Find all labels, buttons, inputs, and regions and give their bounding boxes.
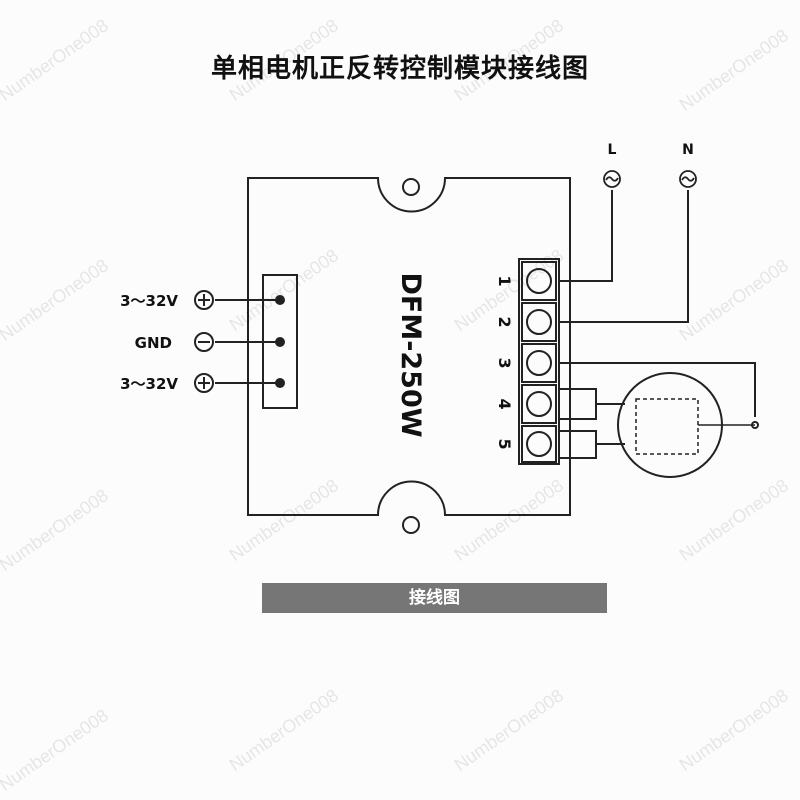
page-title: 单相电机正反转控制模块接线图 [210, 54, 589, 84]
terminal-screw-3 [526, 350, 552, 376]
minus-symbol-icon [194, 332, 214, 352]
plus-symbol-icon [194, 290, 214, 310]
ac-source-L-icon [603, 170, 621, 188]
power-label-1: 3～32V [120, 292, 178, 310]
wire-L [558, 190, 613, 282]
terminal-number-5: 5 [495, 438, 514, 449]
module-body [247, 177, 571, 516]
caption-bar: 接线图 [262, 583, 607, 613]
plus-symbol-icon [194, 373, 214, 393]
wire-terminal-3 [558, 362, 756, 417]
terminal-number-4: 4 [495, 398, 514, 409]
power-label-gnd: GND [135, 334, 172, 352]
terminal-screw-5 [526, 431, 552, 457]
terminal-screw-1 [526, 268, 552, 294]
terminal-number-2: 2 [495, 316, 514, 327]
power-label-2: 3～32V [120, 375, 178, 393]
wire-N [558, 190, 689, 323]
mounting-hole-top [402, 178, 420, 196]
mounting-hole-bottom [402, 516, 420, 534]
motor-winding [635, 398, 699, 455]
mains-label-N: N [682, 142, 694, 158]
wire-terminal-5 [558, 430, 597, 459]
wire-terminal-4 [558, 388, 597, 420]
ac-source-N-icon [679, 170, 697, 188]
terminal-screw-4 [526, 391, 552, 417]
terminal-screw-2 [526, 309, 552, 335]
terminal-block [518, 258, 560, 465]
terminal-number-1: 1 [495, 275, 514, 286]
terminal-number-3: 3 [495, 357, 514, 368]
mains-label-L: L [608, 142, 617, 158]
module-model-label: DFM-250W [395, 272, 426, 437]
